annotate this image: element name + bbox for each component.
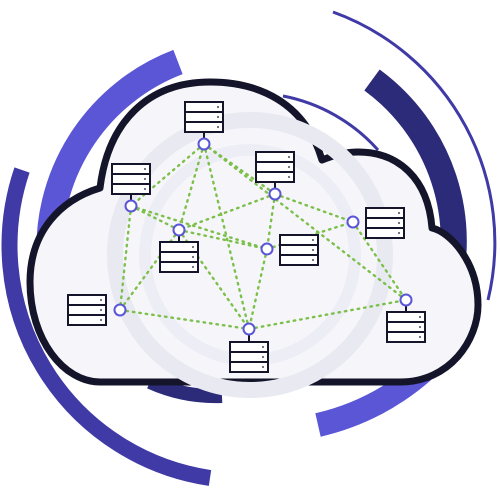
server-icon bbox=[111, 163, 151, 206]
connection-node-icon bbox=[399, 293, 413, 307]
server-icon bbox=[229, 329, 269, 373]
server-led bbox=[312, 259, 314, 261]
server-icon bbox=[365, 207, 405, 239]
link-s3-s4 bbox=[177, 192, 277, 232]
connection-node-icon bbox=[260, 242, 274, 256]
server-icon bbox=[255, 151, 295, 194]
arc-thin-right bbox=[332, 10, 497, 301]
server-unit bbox=[111, 183, 151, 195]
connection-node-icon bbox=[268, 187, 282, 201]
link-s1-s8 bbox=[202, 142, 251, 331]
link-s2-s5 bbox=[129, 204, 269, 251]
server-led bbox=[144, 168, 146, 170]
server-led bbox=[192, 256, 194, 258]
server-unit bbox=[365, 227, 405, 239]
server-unit bbox=[159, 261, 199, 273]
link-s8-s9 bbox=[247, 298, 408, 331]
link-s3-s6 bbox=[273, 192, 355, 224]
connection-node-icon bbox=[197, 137, 211, 151]
server-led bbox=[144, 188, 146, 190]
server-led bbox=[262, 356, 264, 358]
server-led bbox=[312, 249, 314, 251]
link-s5-s8 bbox=[247, 247, 269, 331]
connection-node-icon bbox=[172, 223, 186, 237]
server-unit bbox=[255, 171, 295, 183]
network-connectors bbox=[113, 137, 413, 336]
server-led bbox=[262, 366, 264, 368]
connection-node-icon bbox=[113, 303, 127, 317]
server-led bbox=[100, 309, 102, 311]
server-led bbox=[398, 222, 400, 224]
arc-thin-inner bbox=[282, 94, 380, 151]
server-led bbox=[288, 176, 290, 178]
server-led bbox=[398, 212, 400, 214]
connection-node-icon bbox=[346, 215, 360, 229]
server-led bbox=[419, 326, 421, 328]
server-led bbox=[192, 246, 194, 248]
server-unit bbox=[67, 314, 107, 326]
server-icon bbox=[67, 294, 107, 326]
link-s7-s8 bbox=[118, 308, 251, 331]
server-led bbox=[312, 239, 314, 241]
server-led bbox=[217, 106, 219, 108]
server-unit bbox=[279, 254, 319, 266]
server-led bbox=[144, 178, 146, 180]
connection-node-icon bbox=[124, 199, 138, 213]
link-s1-s2 bbox=[129, 142, 206, 208]
server-unit bbox=[184, 121, 224, 133]
link-s4-s5 bbox=[177, 228, 269, 251]
link-s2-s4 bbox=[129, 204, 181, 232]
server-led bbox=[100, 319, 102, 321]
connection-node-icon bbox=[242, 322, 256, 336]
server-led bbox=[217, 126, 219, 128]
network-servers bbox=[67, 101, 426, 373]
server-led bbox=[398, 232, 400, 234]
server-led bbox=[262, 346, 264, 348]
server-led bbox=[419, 316, 421, 318]
server-led bbox=[192, 266, 194, 268]
link-s3-s5 bbox=[265, 192, 277, 251]
server-icon bbox=[159, 230, 199, 273]
inner-ring-outer bbox=[107, 112, 393, 398]
server-led bbox=[217, 116, 219, 118]
server-led bbox=[100, 299, 102, 301]
server-unit bbox=[386, 331, 426, 343]
server-led bbox=[419, 336, 421, 338]
server-led bbox=[288, 166, 290, 168]
arc-lower-left bbox=[1, 167, 212, 486]
server-icon bbox=[279, 234, 319, 266]
link-s2-s7 bbox=[118, 204, 133, 312]
server-unit bbox=[229, 361, 269, 373]
link-s6-s9 bbox=[351, 220, 408, 302]
link-s1-s4 bbox=[177, 142, 206, 232]
server-led bbox=[288, 156, 290, 158]
